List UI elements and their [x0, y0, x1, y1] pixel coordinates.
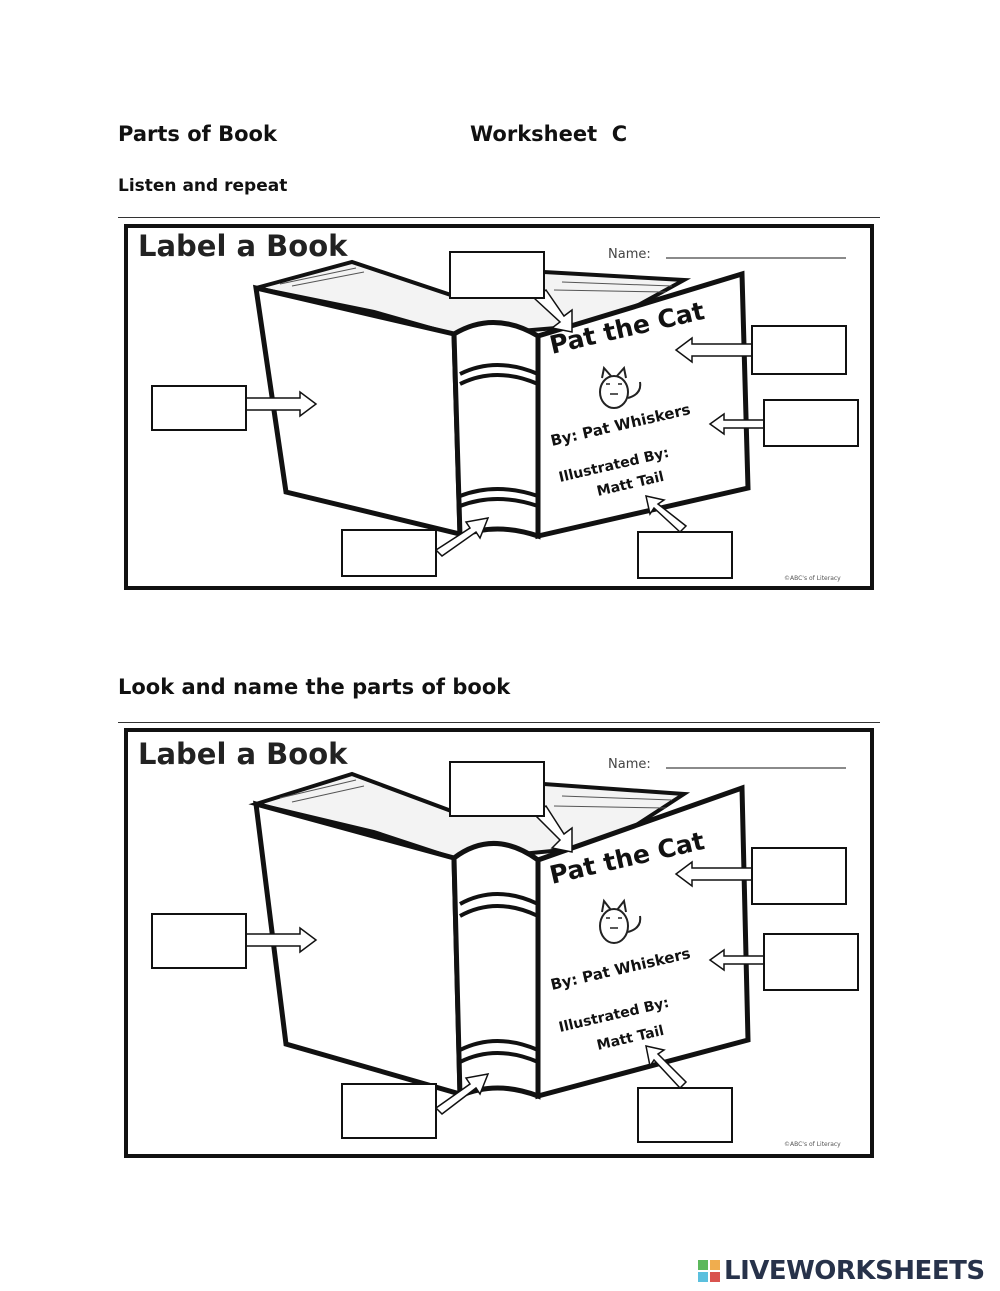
answer-box-pages[interactable] [450, 762, 544, 816]
answer-box-back-cover[interactable] [152, 386, 246, 430]
answer-box-back-cover[interactable] [152, 914, 246, 968]
answer-box-pages[interactable] [450, 252, 544, 298]
logo-blocks-icon [698, 1260, 720, 1282]
label-a-book-diagram-2: Label a Book Name: Pat the Cat By: Pat W… [124, 728, 874, 1160]
diagram-heading: Label a Book [138, 737, 348, 771]
name-label: Name: [608, 247, 651, 262]
logo-block [710, 1260, 720, 1270]
divider-bottom [118, 722, 880, 723]
logo-block [710, 1272, 720, 1282]
logo-block [698, 1272, 708, 1282]
answer-box-illustrator[interactable] [638, 1088, 732, 1142]
name-label: Name: [608, 757, 651, 772]
worksheet-title: Parts of Book [118, 122, 277, 146]
worksheet-label: Worksheet C [470, 122, 627, 146]
answer-box-author[interactable] [764, 400, 858, 446]
logo-block [698, 1260, 708, 1270]
brand-name: LIVEWORKSHEETS [724, 1256, 985, 1286]
instruction-listen: Listen and repeat [118, 176, 287, 196]
answer-box-spine[interactable] [342, 1084, 436, 1138]
copyright-text: ©ABC's of Literacy [784, 1141, 841, 1148]
answer-box-author[interactable] [764, 934, 858, 990]
label-a-book-diagram-1: Label a Book Name: Pat the Cat By: Pat W… [124, 224, 874, 590]
answer-box-title[interactable] [752, 848, 846, 904]
diagram-heading: Label a Book [138, 229, 348, 263]
instruction-look-name: Look and name the parts of book [118, 675, 510, 699]
answer-box-illustrator[interactable] [638, 532, 732, 578]
liveworksheets-logo[interactable]: LIVEWORKSHEETS [698, 1256, 985, 1286]
copyright-text: ©ABC's of Literacy [784, 575, 841, 582]
answer-box-spine[interactable] [342, 530, 436, 576]
answer-box-title[interactable] [752, 326, 846, 374]
divider-top [118, 217, 880, 218]
